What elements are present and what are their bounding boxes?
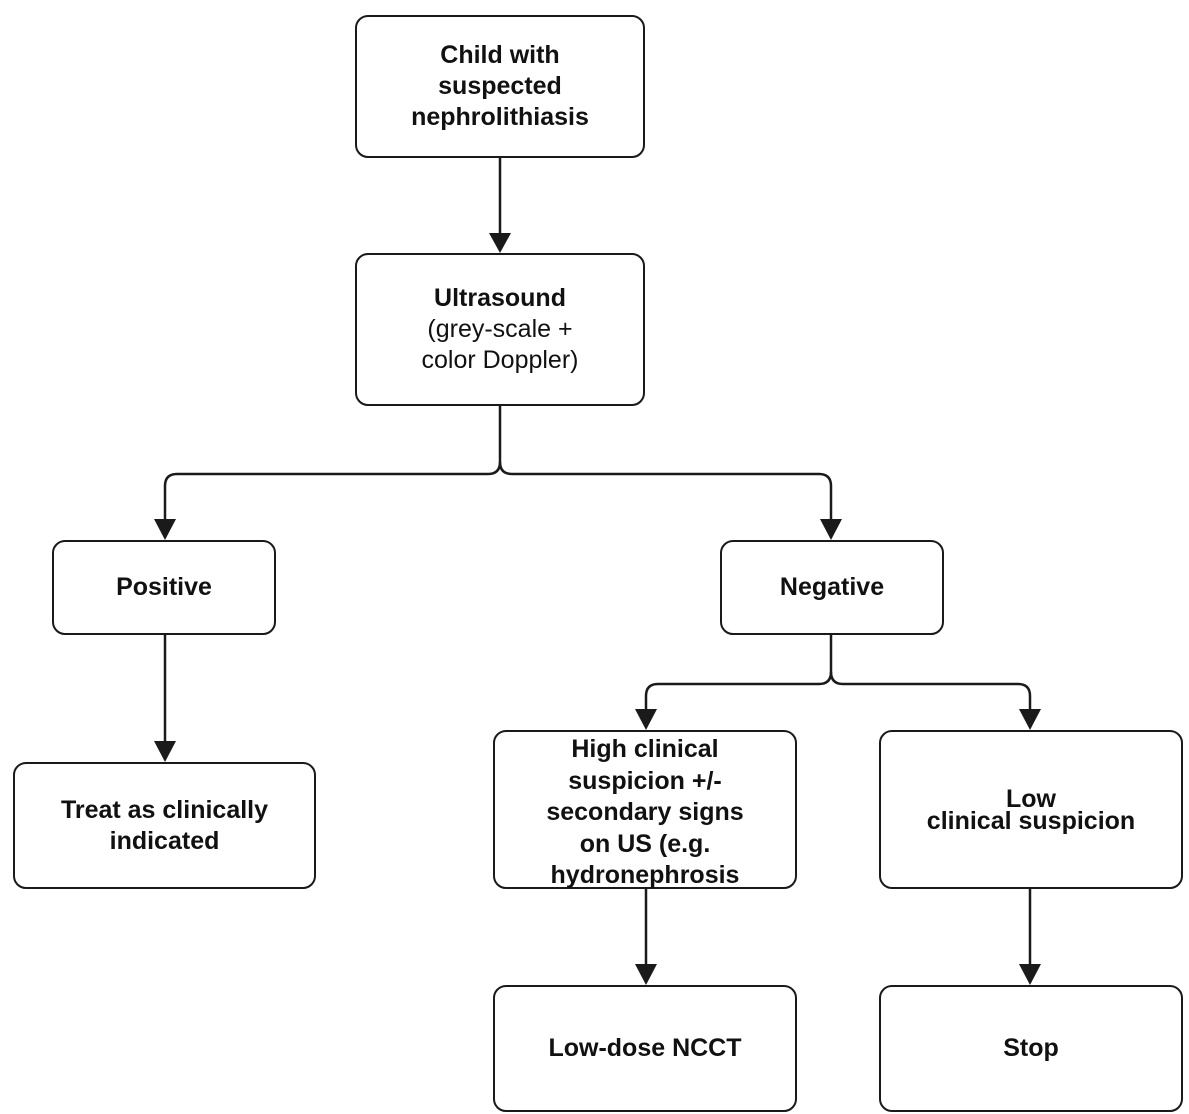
node-text-line: secondary signs — [546, 798, 744, 826]
node-title: Ultrasound — [434, 284, 566, 312]
branch-ultrasound — [163, 406, 502, 522]
node-text-line: nephrolithiasis — [411, 103, 589, 131]
arrowhead-high — [635, 709, 657, 730]
node-low-clinical-suspicion: Low clinical suspicion — [879, 730, 1183, 889]
node-label: Stop — [1003, 1034, 1059, 1062]
node-treat-as-clinically-indicated: Treat as clinically indicated — [13, 762, 316, 889]
node-text-line: suspicion +/- — [568, 766, 722, 795]
node-text-line: suspected — [438, 72, 562, 100]
arrowhead-ultrasound — [489, 233, 511, 253]
node-text-line: color Doppler) — [421, 346, 579, 374]
node-negative: Negative — [720, 540, 944, 635]
node-text-line: clinical suspicion — [926, 806, 1136, 835]
node-text-line: Treat as clinically — [60, 795, 269, 824]
node-text-line: on US (e.g. — [579, 829, 711, 858]
arrowhead-ncct — [635, 964, 657, 985]
node-high-clinical-suspicion: High clinical suspicion +/- secondary si… — [493, 730, 797, 889]
node-label: Low-dose NCCT — [548, 1034, 742, 1062]
branch-ultrasound-right — [498, 461, 833, 522]
arrowhead-treat — [154, 741, 176, 762]
node-text-line: Low — [1006, 784, 1056, 813]
node-child-suspected-nephrolithiasis: Child with suspected nephrolithiasis — [355, 15, 645, 158]
node-text-line: Child with — [440, 41, 560, 69]
node-positive: Positive — [52, 540, 276, 635]
node-text-line: (grey-scale + — [427, 315, 573, 343]
branch-negative — [644, 635, 833, 712]
node-stop: Stop — [879, 985, 1183, 1112]
node-text-line: hydronephrosis — [550, 861, 740, 889]
node-text-line: indicated — [109, 826, 220, 855]
node-ultrasound: Ultrasound (grey-scale + color Doppler) — [355, 253, 645, 406]
arrowhead-positive — [154, 519, 176, 540]
node-text-line: High clinical — [571, 735, 719, 763]
arrowhead-stop — [1019, 964, 1041, 985]
node-low-dose-ncct: Low-dose NCCT — [493, 985, 797, 1112]
arrowhead-negative — [820, 519, 842, 540]
node-label: Negative — [779, 573, 885, 601]
branch-negative-right — [829, 671, 1032, 712]
node-label: Positive — [116, 573, 212, 601]
arrowhead-low — [1019, 709, 1041, 730]
